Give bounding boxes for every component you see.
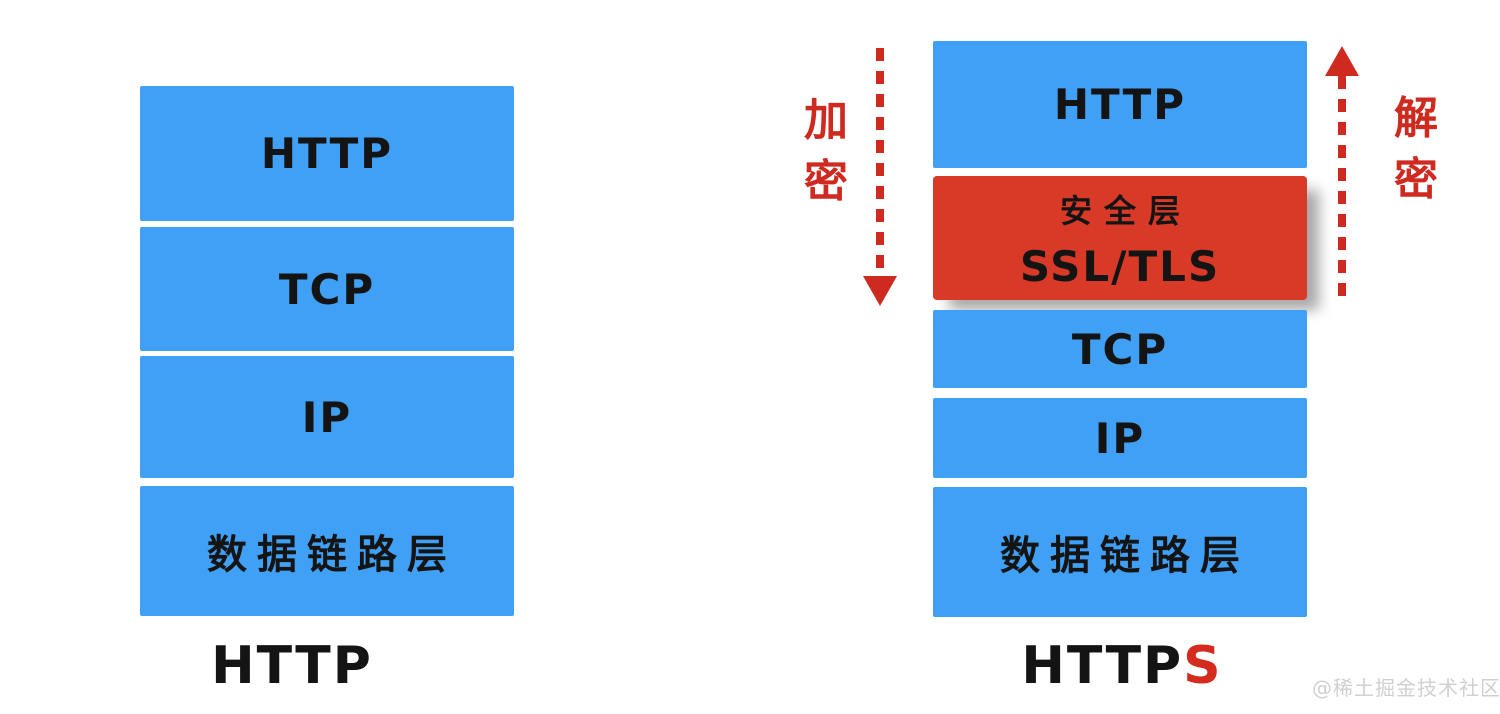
encrypt-label: 加密 bbox=[804, 95, 848, 207]
https-stack-layer-tcp: TCP bbox=[933, 310, 1307, 388]
http-stack-caption: HTTP bbox=[211, 636, 373, 696]
https-caption-http-part: HTTP bbox=[1021, 636, 1184, 696]
decrypt-dashed-line-icon bbox=[1338, 76, 1346, 304]
http-stack-layer-ip: IP bbox=[140, 356, 514, 478]
http-stack-layer-datalink: 数据链路层 bbox=[140, 486, 514, 616]
https-stack-caption: HTTPS bbox=[1021, 636, 1222, 696]
down-arrow-icon bbox=[863, 276, 897, 306]
decrypt-label: 解密 bbox=[1394, 93, 1438, 205]
https-stack-layer-http: HTTP bbox=[933, 41, 1307, 168]
encrypt-dashed-line-icon bbox=[876, 48, 884, 276]
security-layer-protocol: SSL/TLS bbox=[1019, 241, 1221, 291]
https-caption-s-part: S bbox=[1183, 636, 1223, 696]
http-stack-layer-tcp: TCP bbox=[140, 227, 514, 351]
https-stack-layer-security-ssl-tls: 安全层 SSL/TLS bbox=[933, 176, 1307, 300]
up-arrow-icon bbox=[1325, 46, 1359, 76]
https-stack-layer-ip: IP bbox=[933, 398, 1307, 478]
https-stack-layer-datalink: 数据链路层 bbox=[933, 487, 1307, 617]
watermark: @稀土掘金技术社区 bbox=[1312, 676, 1500, 700]
http-stack-layer-http: HTTP bbox=[140, 86, 514, 221]
security-layer-title: 安全层 bbox=[1059, 191, 1192, 230]
